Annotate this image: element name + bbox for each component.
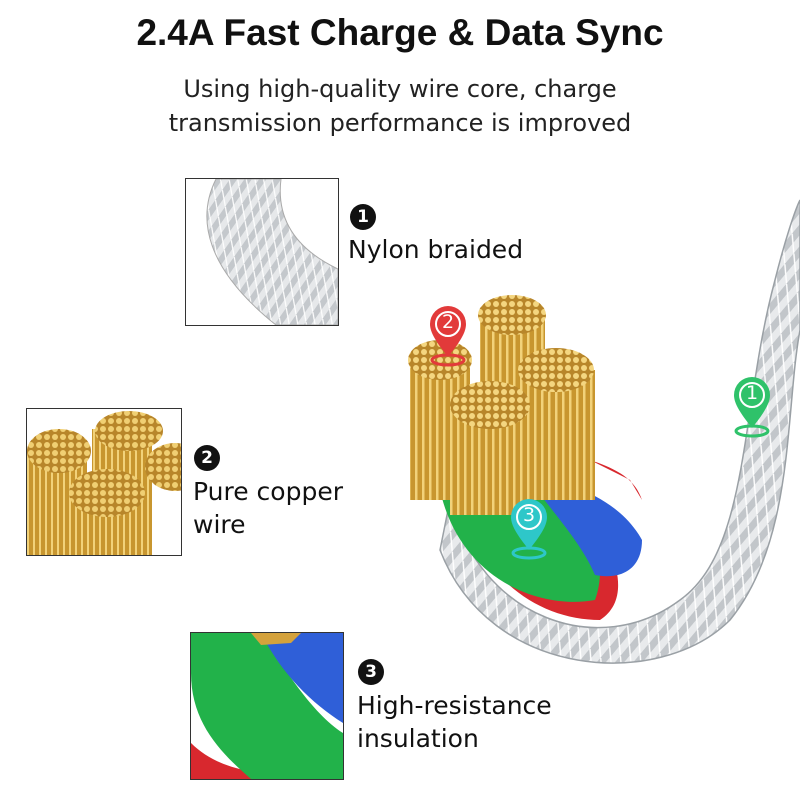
feature-3-label-line-1: High-resistance (357, 691, 552, 720)
feature-3-number-badge: 3 (358, 659, 384, 685)
marker-1-number: 1 (745, 382, 759, 404)
subtitle-line-1: Using high-quality wire core, charge (183, 75, 617, 103)
feature-1-number-badge: 1 (350, 204, 376, 230)
marker-3-pin-icon: 3 (508, 498, 550, 560)
feature-2-label-line-1: Pure copper (193, 477, 343, 506)
copper-wire-thumbnail (26, 408, 182, 556)
feature-2-number-badge: 2 (194, 445, 220, 471)
feature-3-label-line-2: insulation (357, 724, 479, 753)
page-title: 2.4A Fast Charge & Data Sync (136, 12, 664, 53)
cable-cross-section-illustration (380, 180, 800, 680)
feature-2-label: Pure copper wire (193, 475, 343, 541)
subtitle-line-2: transmission performance is improved (168, 109, 632, 137)
page-subtitle: Using high-quality wire core, charge tra… (0, 72, 800, 140)
feature-1-label: Nylon braided (348, 233, 523, 266)
feature-1-label-line-1: Nylon braided (348, 235, 524, 264)
insulation-thumbnail (190, 632, 344, 780)
marker-3-number: 3 (522, 504, 536, 526)
nylon-braid-thumbnail (185, 178, 339, 326)
feature-2-label-line-2: wire (193, 510, 246, 539)
marker-2-pin-icon: 2 (427, 305, 469, 367)
feature-3-label: High-resistance insulation (357, 689, 552, 755)
marker-1-pin-icon: 1 (731, 376, 773, 438)
marker-2-number: 2 (441, 311, 455, 333)
